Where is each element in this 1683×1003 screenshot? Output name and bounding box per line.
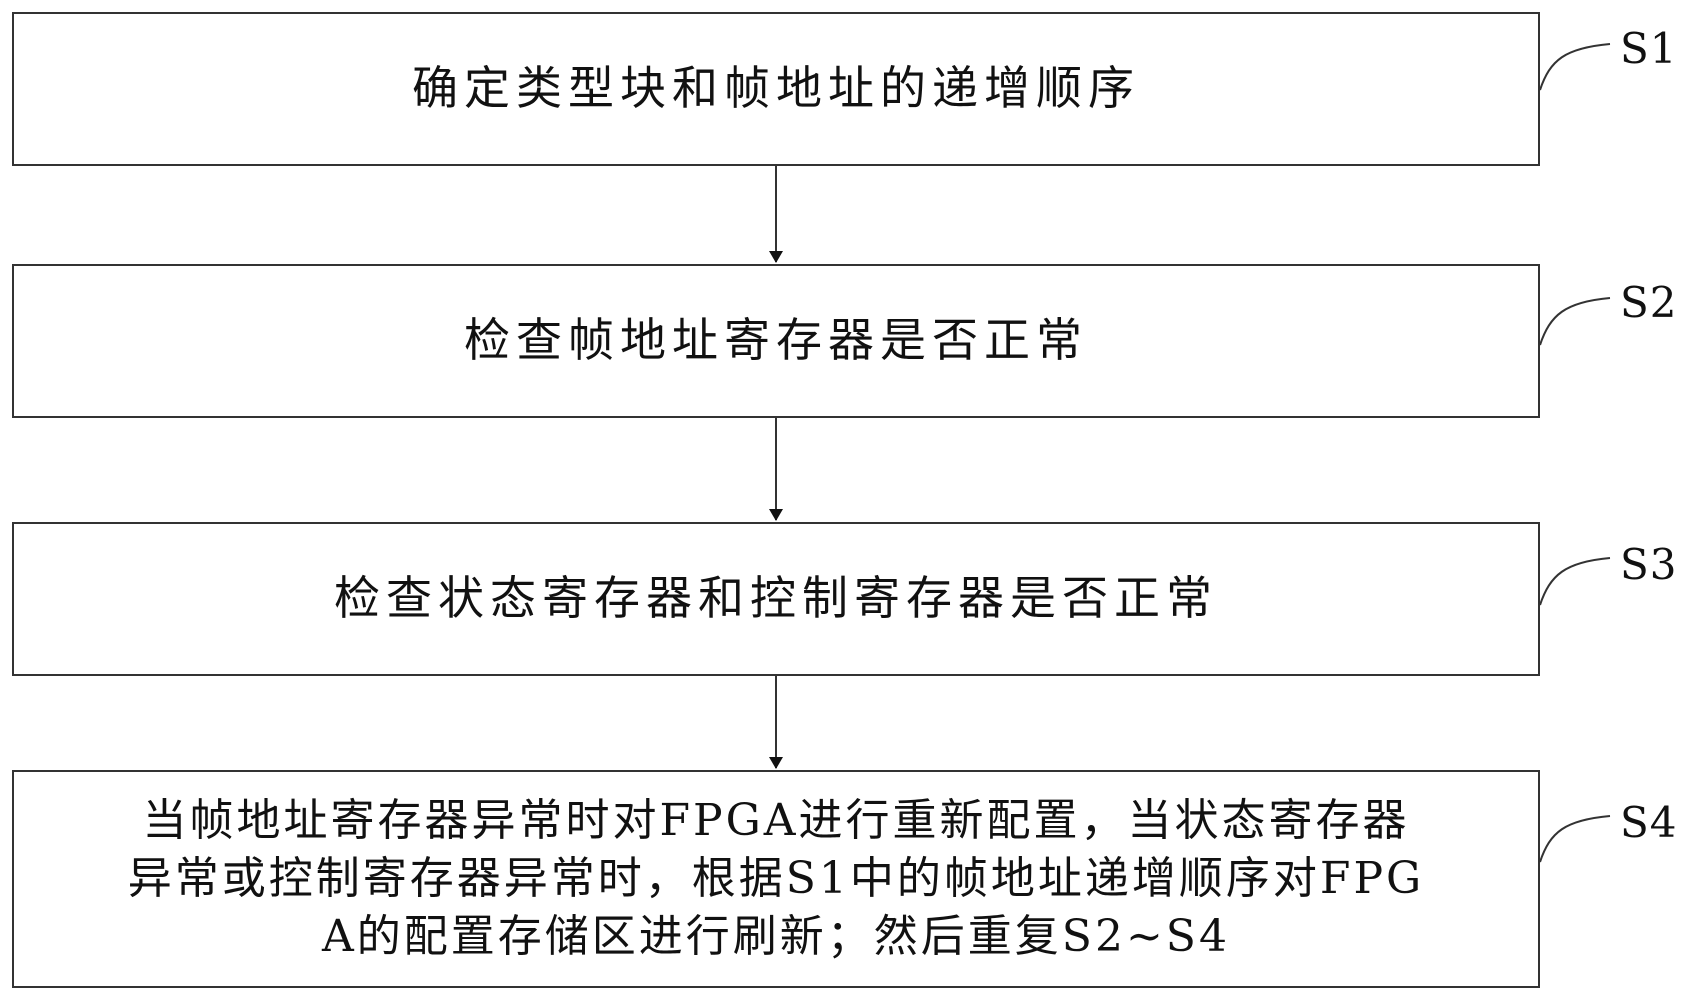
leader-line-s1 xyxy=(1539,43,1611,91)
step-label-s3: S3 xyxy=(1620,540,1678,589)
step-text-s1: 确定类型块和帧地址的递增顺序 xyxy=(412,61,1140,116)
step-text-s2: 检查帧地址寄存器是否正常 xyxy=(464,313,1088,368)
step-text-s3: 检查状态寄存器和控制寄存器是否正常 xyxy=(334,571,1218,626)
leader-line-s2 xyxy=(1539,297,1611,346)
step-box-s2: 检查帧地址寄存器是否正常 xyxy=(12,264,1540,418)
leader-line-s4 xyxy=(1539,815,1611,863)
step-label-s4: S4 xyxy=(1620,798,1678,847)
leader-line-s3 xyxy=(1539,557,1611,606)
step-box-s4: 当帧地址寄存器异常时对FPGA进行重新配置，当状态寄存器 异常或控制寄存器异常时… xyxy=(12,770,1540,988)
step-label-s2: S2 xyxy=(1620,278,1678,327)
step-text-s4: 当帧地址寄存器异常时对FPGA进行重新配置，当状态寄存器 异常或控制寄存器异常时… xyxy=(127,794,1425,963)
step-label-s1: S1 xyxy=(1620,24,1678,73)
step-box-s3: 检查状态寄存器和控制寄存器是否正常 xyxy=(12,522,1540,676)
step-box-s1: 确定类型块和帧地址的递增顺序 xyxy=(12,12,1540,166)
